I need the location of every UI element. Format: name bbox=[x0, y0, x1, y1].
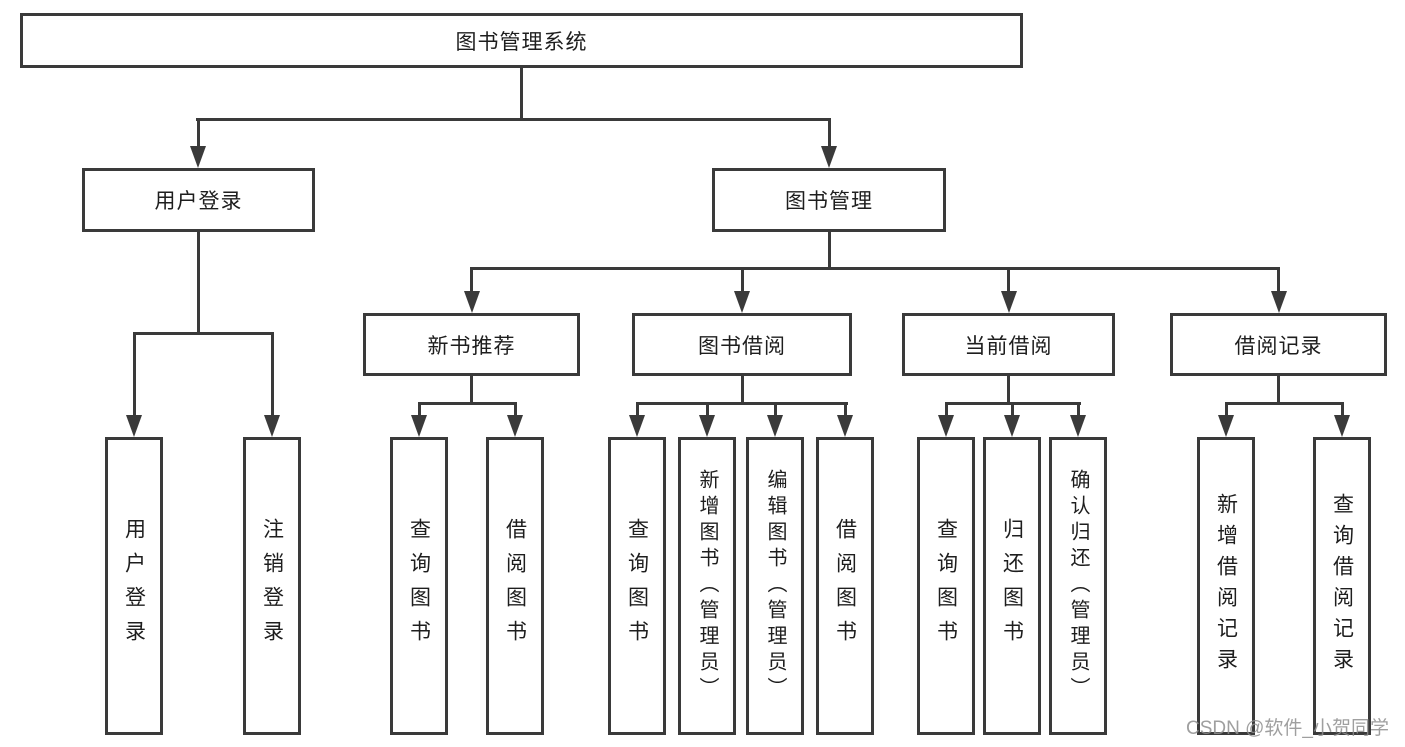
connector-line bbox=[843, 404, 847, 415]
node-label: 查询图书 bbox=[407, 518, 431, 654]
connector-line bbox=[196, 120, 200, 146]
leaf-logout: 注销登录 bbox=[243, 437, 301, 735]
connector-line bbox=[944, 404, 948, 415]
arrowhead-icon bbox=[629, 415, 645, 437]
node-label: 借阅记录 bbox=[1234, 334, 1323, 358]
node-label: 注销登录 bbox=[260, 518, 284, 654]
connector-line bbox=[944, 402, 1081, 405]
connector-line bbox=[773, 404, 777, 415]
connector-line bbox=[270, 334, 274, 415]
node-label: 借阅图书 bbox=[503, 518, 527, 654]
arrowhead-icon bbox=[1270, 291, 1287, 313]
node-new-book-recommend: 新书推荐 bbox=[363, 313, 580, 376]
connector-line bbox=[196, 118, 831, 121]
connector-line bbox=[705, 404, 709, 415]
connector-line bbox=[1010, 404, 1014, 415]
leaf-add-borrow-record: 新增借阅记录 bbox=[1197, 437, 1255, 735]
node-label: 借阅图书 bbox=[833, 518, 857, 654]
arrowhead-icon bbox=[1070, 415, 1086, 437]
connector-line bbox=[470, 269, 473, 291]
connector-line bbox=[513, 404, 517, 415]
node-library-system: 图书管理系统 bbox=[20, 13, 1023, 68]
leaf-borrow-book: 借阅图书 bbox=[816, 437, 874, 735]
connector-line bbox=[635, 402, 848, 405]
leaf-query-books-recommend: 查询图书 bbox=[390, 437, 448, 735]
connector-line bbox=[827, 120, 831, 146]
arrowhead-icon bbox=[463, 291, 480, 313]
connector-line bbox=[470, 374, 473, 405]
leaf-add-book-admin: 新增图书（管理员） bbox=[678, 437, 736, 735]
connector-line bbox=[740, 374, 744, 405]
connector-line bbox=[417, 402, 517, 405]
node-user-login: 用户登录 bbox=[82, 168, 315, 232]
connector-line bbox=[470, 267, 1280, 270]
arrowhead-icon bbox=[126, 415, 142, 437]
node-label: 新书推荐 bbox=[427, 334, 516, 358]
node-label: 用户登录 bbox=[154, 190, 243, 213]
connector-line bbox=[1224, 404, 1228, 415]
node-label: 查询借阅记录 bbox=[1330, 493, 1354, 679]
node-borrow-records: 借阅记录 bbox=[1170, 313, 1387, 376]
node-label: 查询图书 bbox=[934, 518, 958, 654]
node-book-management: 图书管理 bbox=[712, 168, 946, 232]
leaf-user-login: 用户登录 bbox=[105, 437, 163, 735]
leaf-confirm-return-admin: 确认归还（管理员） bbox=[1049, 437, 1107, 735]
node-label: 归还图书 bbox=[1000, 518, 1024, 654]
node-label: 新增借阅记录 bbox=[1214, 493, 1238, 679]
arrowhead-icon bbox=[1218, 415, 1234, 437]
connector-line bbox=[1277, 269, 1280, 291]
connector-line bbox=[197, 232, 200, 335]
leaf-return-book: 归还图书 bbox=[983, 437, 1041, 735]
node-book-borrow: 图书借阅 bbox=[632, 313, 852, 376]
arrowhead-icon bbox=[264, 415, 280, 437]
node-label: 图书管理系统 bbox=[455, 30, 588, 54]
connector-line bbox=[827, 232, 831, 270]
arrowhead-icon bbox=[190, 146, 206, 168]
arrowhead-icon bbox=[767, 415, 783, 437]
arrowhead-icon bbox=[938, 415, 954, 437]
connector-line bbox=[740, 269, 744, 291]
arrowhead-icon bbox=[734, 291, 750, 313]
connector-line bbox=[520, 68, 523, 121]
node-label: 新增图书（管理员） bbox=[696, 469, 718, 703]
arrowhead-icon bbox=[821, 146, 837, 168]
connector-line bbox=[1007, 374, 1010, 405]
node-label: 用户登录 bbox=[122, 518, 146, 654]
connector-line bbox=[417, 404, 421, 415]
node-current-borrow: 当前借阅 bbox=[902, 313, 1115, 376]
leaf-query-books-borrow: 查询图书 bbox=[608, 437, 666, 735]
leaf-borrow-books-recommend: 借阅图书 bbox=[486, 437, 544, 735]
connector-line bbox=[132, 332, 274, 335]
connector-line bbox=[132, 334, 136, 415]
node-label: 当前借阅 bbox=[964, 334, 1053, 358]
arrowhead-icon bbox=[411, 415, 427, 437]
node-label: 图书借阅 bbox=[698, 334, 786, 358]
arrowhead-icon bbox=[1000, 291, 1017, 313]
arrowhead-icon bbox=[699, 415, 715, 437]
connector-line bbox=[1277, 374, 1280, 405]
arrowhead-icon bbox=[1004, 415, 1020, 437]
node-label: 编辑图书（管理员） bbox=[764, 469, 786, 703]
connector-line bbox=[1076, 404, 1080, 415]
csdn-watermark: CSDN @软件_小贺同学 bbox=[1186, 718, 1389, 739]
connector-line bbox=[1007, 269, 1010, 291]
arrowhead-icon bbox=[837, 415, 853, 437]
arrowhead-icon bbox=[1334, 415, 1350, 437]
leaf-query-borrow-record: 查询借阅记录 bbox=[1313, 437, 1371, 735]
node-label: 确认归还（管理员） bbox=[1067, 469, 1089, 703]
leaf-query-books-current: 查询图书 bbox=[917, 437, 975, 735]
connector-line bbox=[1340, 404, 1344, 415]
node-label: 查询图书 bbox=[625, 518, 649, 654]
connector-line bbox=[1224, 402, 1344, 405]
connector-line bbox=[635, 404, 639, 415]
leaf-edit-book-admin: 编辑图书（管理员） bbox=[746, 437, 804, 735]
node-label: 图书管理 bbox=[785, 190, 873, 213]
arrowhead-icon bbox=[507, 415, 523, 437]
